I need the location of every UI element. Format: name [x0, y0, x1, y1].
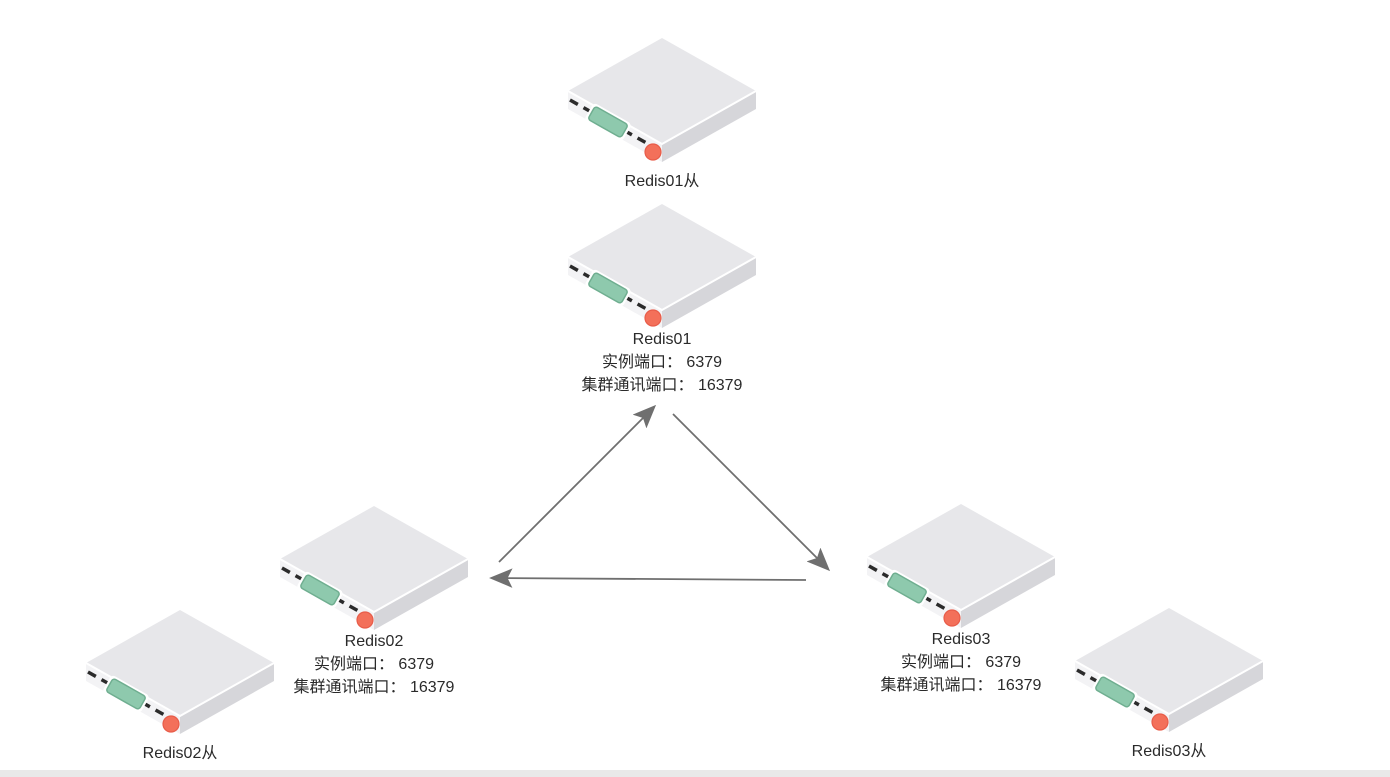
server-icon — [566, 202, 758, 334]
node-label: Redis01 — [632, 331, 692, 348]
node-labels: Redis03 实例端口： 6379 集群通讯端口： 16379 — [881, 628, 1042, 697]
node-redis01-slave: Redis01从 — [532, 36, 792, 193]
node-labels: Redis02从 — [143, 742, 218, 765]
node-cluster-port: 集群通讯端口： 16379 — [293, 679, 455, 696]
edge-redis02-to-redis01 — [498, 404, 657, 563]
node-cluster-port: 集群通讯端口： 16379 — [581, 377, 743, 394]
node-label: Redis03 — [931, 631, 991, 648]
node-labels: Redis02 实例端口： 6379 集群通讯端口： 16379 — [294, 630, 455, 699]
node-redis03: Redis03 实例端口： 6379 集群通讯端口： 16379 — [831, 502, 1091, 697]
node-label: Redis01从 — [624, 173, 700, 190]
node-redis02-slave: Redis02从 — [50, 608, 310, 765]
edge-redis03-to-redis02 — [489, 568, 807, 588]
node-labels: Redis01从 — [625, 170, 700, 193]
node-labels: Redis01 实例端口： 6379 集群通讯端口： 16379 — [582, 328, 743, 397]
node-redis03-slave: Redis03从 — [1039, 606, 1299, 763]
node-cluster-port: 集群通讯端口： 16379 — [880, 677, 1042, 694]
node-label: Redis03从 — [1131, 743, 1207, 760]
edge-redis01-to-redis03 — [672, 413, 831, 572]
node-instance-port: 实例端口： 6379 — [601, 354, 723, 371]
node-redis01: Redis01 实例端口： 6379 集群通讯端口： 16379 — [532, 202, 792, 397]
server-icon — [865, 502, 1057, 634]
node-instance-port: 实例端口： 6379 — [313, 656, 435, 673]
server-icon — [566, 36, 758, 168]
node-label: Redis02 — [344, 633, 404, 650]
server-icon — [84, 608, 276, 740]
node-labels: Redis03从 — [1132, 740, 1207, 763]
node-redis02: Redis02 实例端口： 6379 集群通讯端口： 16379 — [244, 504, 504, 699]
node-instance-port: 实例端口： 6379 — [900, 654, 1022, 671]
server-icon — [1073, 606, 1265, 738]
bottom-bar — [0, 770, 1390, 777]
node-label: Redis02从 — [142, 745, 218, 762]
